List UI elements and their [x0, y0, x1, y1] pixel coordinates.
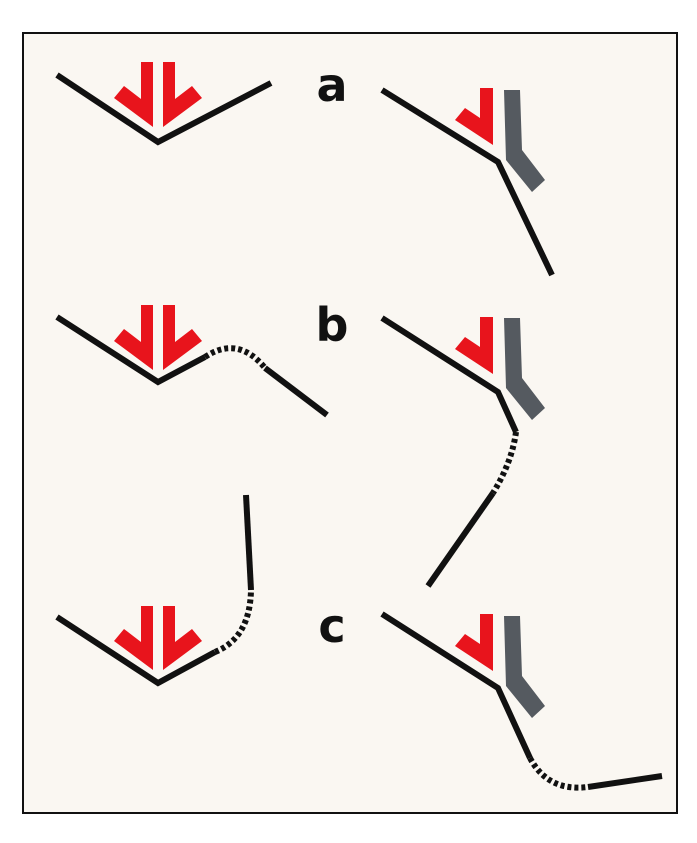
grey-support-block: [504, 616, 545, 718]
panel-label-c: c: [318, 599, 346, 653]
panel-b-right: [380, 315, 545, 588]
grey-support-block: [504, 318, 545, 420]
red-arrow-left-icon: [114, 62, 153, 127]
straight-tail: [263, 365, 329, 418]
straight-tail: [243, 494, 254, 591]
dashed-bend: [203, 345, 268, 370]
diagram-frame: [22, 32, 678, 814]
red-arrow-right-icon: [163, 305, 202, 370]
v-fold-line: [55, 614, 217, 687]
panel-c-right: [380, 611, 663, 791]
panel-label-b: b: [315, 298, 349, 352]
dashed-bend: [490, 431, 519, 495]
red-arrow-left-icon: [114, 606, 153, 670]
straight-tail: [587, 773, 663, 790]
straight-tail: [425, 491, 496, 588]
panel-b-left: [55, 305, 329, 418]
dashed-bend: [527, 756, 589, 791]
red-arrow-right-icon: [163, 606, 202, 670]
panel-label-a: a: [316, 58, 348, 112]
v-fold-line: [55, 314, 207, 386]
dashed-bend: [213, 589, 254, 655]
panel-c-left: [55, 494, 254, 687]
panel-a-left: [55, 62, 273, 146]
red-arrow-left-icon: [114, 305, 153, 370]
bent-fold-line: [380, 611, 533, 760]
red-half-arrow-icon: [455, 614, 493, 671]
red-half-arrow-icon: [455, 88, 493, 145]
grey-support-block: [504, 90, 545, 192]
red-half-arrow-icon: [455, 317, 493, 374]
red-arrow-right-icon: [163, 62, 202, 127]
bent-fold-line: [380, 87, 555, 277]
panel-a-right: [380, 87, 555, 277]
v-fold-line: [55, 72, 273, 146]
bent-fold-line: [380, 315, 519, 434]
